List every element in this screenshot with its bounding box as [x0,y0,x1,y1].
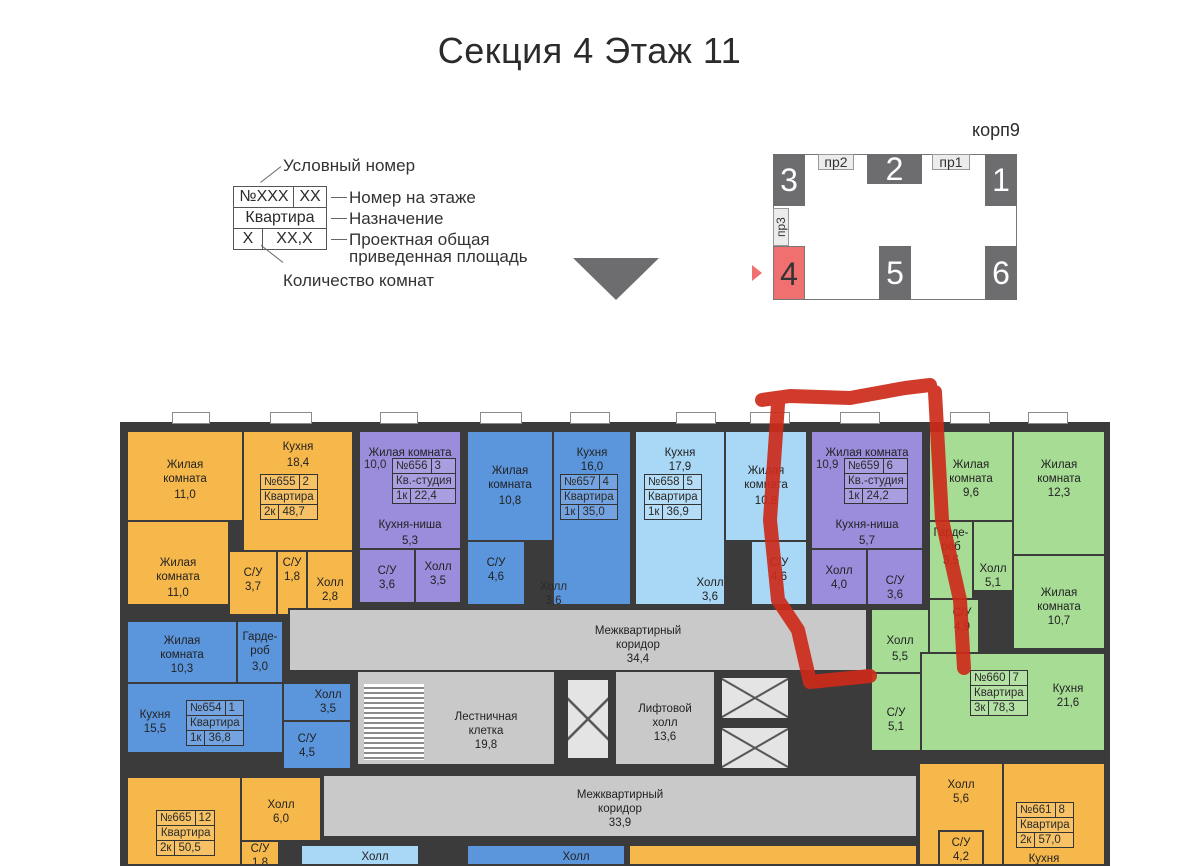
legend-floor-number: Номер на этаже [349,188,476,207]
room-657-bathroom[interactable]: С/У 4,6 [466,540,526,606]
legend-box-rooms: X [233,228,263,250]
room-656-living[interactable]: Жилая комната Кухня-ниша 5,3 [358,430,462,550]
room-665-bathroom[interactable]: С/У 1,8 [240,840,280,866]
room-665-hall[interactable]: Холл 6,0 [240,776,322,842]
window [480,412,522,424]
room-654-wardrobe[interactable]: Гарде- роб 3,0 [236,620,284,684]
window [570,412,610,424]
window [380,412,418,424]
lift-hall[interactable]: Лифтовой холл 13,6 [614,670,716,766]
bottom-room-1[interactable]: Холл [300,844,420,866]
room-660-kitchen[interactable]: Кухня 21,6 [920,652,1106,752]
stair-steps [364,684,424,760]
room-658-kitchen[interactable]: Кухня 17,9 Холл 3,6 [634,430,726,606]
room-661-bathroom[interactable]: С/У 4,2 [938,830,984,866]
legend-purpose: Назначение [349,209,444,228]
section-3-block[interactable]: 3 [773,154,805,206]
bottom-room-2[interactable]: Холл [466,844,626,866]
room-654-bathroom[interactable]: С/У 4,5 [282,720,352,770]
section-6-block[interactable]: 6 [985,246,1017,300]
bottom-room-3[interactable] [628,844,918,866]
legend-conditional-number: Условный номер [283,156,416,175]
window [270,412,312,424]
window [172,412,210,424]
room-660-hall-1[interactable]: Холл 5,1 [972,520,1014,592]
page-title: Секция 4 Этаж 11 [437,30,742,71]
room-660-bathroom-2[interactable]: С/У 5,1 [870,672,922,752]
room-655-bathroom-1[interactable]: С/У 3,7 [228,550,278,616]
legend-box-floor-no: XX [293,186,327,208]
road-pr1: пр1 [932,154,970,170]
room-656-hall[interactable]: Холл 3,5 [414,548,462,604]
direction-triangle-icon [573,258,659,300]
room-655-hall[interactable]: Холл 2,8 [306,550,354,616]
legend-room-count: Количество комнат [283,271,435,290]
inter-apartment-corridor-2[interactable]: Межквартирный коридор 33,9 [322,774,918,838]
lift-shaft-3 [720,726,790,770]
legend-dash [331,239,347,240]
legend-area-line1: Проектная общая [349,230,490,249]
section-2-block[interactable]: 2 [867,153,922,185]
lift-shaft-2 [720,676,790,720]
road-pr2: пр2 [818,154,854,170]
current-section-marker-icon [752,265,762,281]
room-659-bathroom[interactable]: С/У 3,6 [866,548,924,606]
window [840,412,880,424]
key-plan: корп9 3 пр2 2 пр1 1 пр3 4 5 6 [745,120,1035,310]
inter-apartment-corridor-1[interactable]: Межквартирный коридор 34,4 [288,608,868,672]
room-656-bathroom[interactable]: С/У 3,6 [358,548,416,604]
room-654-living[interactable]: Жилая комната 10,3 [126,620,238,684]
room-657-hall: Холл 3,6 [540,581,568,607]
section-5-block[interactable]: 5 [879,246,911,300]
red-highlight-stroke [755,378,971,689]
room-659-living[interactable]: Жилая комната Кухня-ниша 5,7 [810,430,924,550]
legend-box-area: XX,X [262,228,327,250]
window [950,412,990,424]
legend-box-number: №XXX [233,186,295,208]
room-660-living-3[interactable]: Жилая комната 10,7 [1012,554,1106,650]
lift-shaft-1 [566,678,610,760]
building-label: корп9 [972,120,1020,140]
room-660-living-2[interactable]: Жилая комната 12,3 [1012,430,1106,556]
legend: Условный номер №XXX XX Квартира X XX,X Н… [225,150,565,300]
room-655-living-1[interactable]: Жилая комната 11,0 [126,430,244,522]
section-4-block-active[interactable]: 4 [773,246,805,300]
room-659-hall[interactable]: Холл 4,0 [810,548,868,606]
window [676,412,716,424]
room-657-kitchen[interactable]: Кухня 16,0 [552,430,632,606]
room-661-kitchen[interactable]: Кухня [1002,762,1106,866]
room-661-hall[interactable]: Холл 5,6 [918,762,1004,866]
apartment-659-living-area: 10,9 [816,459,839,471]
room-665[interactable] [126,776,242,866]
legend-dash [331,218,347,219]
legend-dash [331,197,347,198]
apartment-656-living-area: 10,0 [364,459,387,471]
room-655-living-2[interactable]: Жилая комната 11,0 [126,520,230,606]
legend-area-line2: приведенная площадь [349,247,528,266]
room-657-living[interactable]: Жилая комната 10,8 [466,430,554,542]
window [1028,412,1068,424]
section-1-block[interactable]: 1 [985,154,1017,206]
